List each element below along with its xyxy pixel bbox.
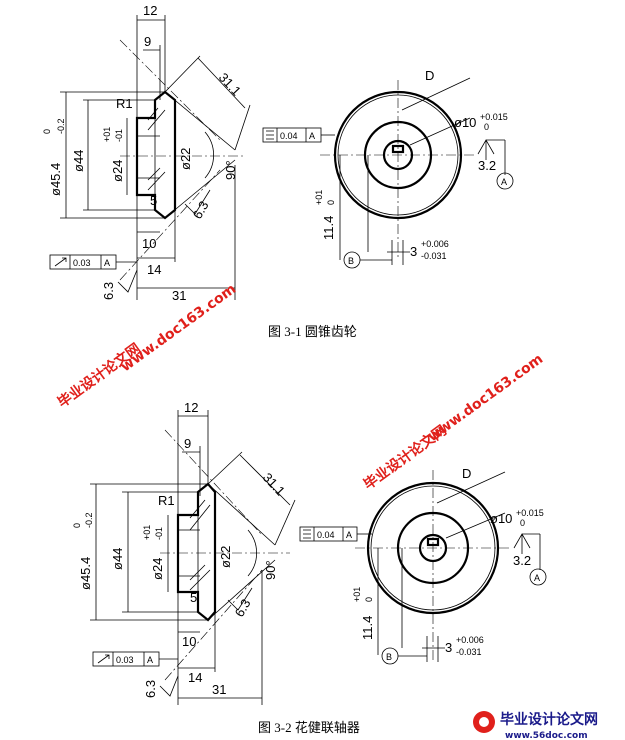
dim-3-2: 3.2	[478, 158, 496, 173]
dim-phi45-tol: 0	[72, 523, 82, 528]
dim-5: 5	[190, 590, 197, 605]
datum-a-label: A	[534, 573, 540, 583]
datum-a-label: A	[501, 177, 507, 187]
figure-2-front-view: D ø10 +0.015 0 3.2 A 11.4 +01 0 B 3 +0.0…	[299, 466, 547, 665]
dim-12: 12	[143, 3, 157, 18]
flatness-value: 0.03	[116, 655, 134, 665]
dim-phi22: ø22	[178, 148, 193, 170]
watermark-name-1: 毕业设计论文网	[54, 340, 143, 411]
figure-2-side-view: 12 9 31.1 R1 ø45.4 0 -0.2 ø44 ø24 +01 -0…	[72, 400, 296, 705]
dim-angle-90: 90°	[223, 160, 238, 180]
dim-phi10: ø10	[490, 511, 512, 526]
dim-r1: R1	[116, 96, 133, 111]
dim-11-4-dn: 0	[326, 200, 336, 205]
dim-11-4: 11.4	[321, 216, 336, 240]
dim-12: 12	[184, 400, 198, 415]
dim-phi10-dn: 0	[484, 122, 489, 132]
logo-name: 毕业设计论文网	[500, 711, 598, 728]
datum-b-label: B	[348, 256, 354, 266]
dim-11-4-up: +01	[314, 190, 324, 205]
dim-3-dn: -0.031	[421, 251, 447, 261]
figure-2: 12 9 31.1 R1 ø45.4 0 -0.2 ø44 ø24 +01 -0…	[72, 400, 547, 735]
dim-6-3b: 6.3	[143, 680, 158, 698]
symmetry-ref: A	[309, 131, 315, 141]
dim-3: 3	[410, 244, 417, 259]
dim-phi10: ø10	[454, 115, 476, 130]
dim-phi10-up: +0.015	[516, 508, 544, 518]
label-D: D	[425, 68, 434, 83]
dim-6-3b: 6.3	[101, 282, 116, 300]
dim-10: 10	[142, 236, 156, 251]
dim-phi44: ø44	[110, 548, 125, 570]
dim-phi45-tol2: -0.2	[84, 512, 94, 528]
dim-phi22: ø22	[218, 546, 233, 568]
dim-phi24: ø24	[110, 160, 125, 182]
dim-31: 31	[212, 682, 226, 697]
figure-1-caption: 图 3-1 圆锥齿轮	[268, 324, 357, 339]
dim-angle-90: 90°	[263, 560, 278, 580]
logo-site: www.56doc.com	[505, 731, 588, 740]
dim-phi10-up: +0.015	[480, 112, 508, 122]
dim-5: 5	[150, 193, 157, 208]
flatness-ref: A	[104, 258, 110, 268]
dim-phi24-dn: -01	[114, 129, 124, 142]
dim-phi44: ø44	[71, 150, 86, 172]
dim-31-1: 31.1	[216, 70, 244, 99]
dim-3-dn: -0.031	[456, 647, 482, 657]
dim-6-3a: 6.3	[232, 596, 254, 619]
symmetry-value: 0.04	[317, 530, 335, 540]
figure-1-front-view: D ø10 +0.015 0 3.2 A 11.4 +01 0 B 3 +0.0…	[262, 68, 514, 269]
dim-phi24: ø24	[150, 558, 165, 580]
dim-14: 14	[147, 262, 161, 277]
label-D: D	[462, 466, 471, 481]
dim-phi24-up: +01	[142, 525, 152, 540]
dim-phi45-tol2: -0.2	[56, 118, 66, 134]
dim-10: 10	[182, 634, 196, 649]
flatness-ref: A	[147, 655, 153, 665]
dim-14: 14	[188, 670, 202, 685]
dim-3-up: +0.006	[456, 635, 484, 645]
dim-phi24-dn: -01	[154, 527, 164, 540]
dim-11-4-up: +01	[352, 587, 362, 602]
dim-6-3a: 6.3	[190, 198, 212, 221]
dim-11-4-dn: 0	[364, 597, 374, 602]
datum-b-label: B	[386, 652, 392, 662]
dim-phi45: ø45.4	[78, 557, 93, 590]
figure-1: 12 9 31.1 R1 ø45.4 0 -0.2 ø44 ø24 +01 -0…	[42, 3, 514, 339]
dim-3: 3	[445, 640, 452, 655]
site-logo: 毕业设计论文网 www.56doc.com	[473, 711, 598, 740]
dim-phi45: ø45.4	[48, 163, 63, 196]
figure-2-caption: 图 3-2 花健联轴器	[258, 720, 360, 735]
flatness-value: 0.03	[73, 258, 91, 268]
symmetry-ref: A	[346, 530, 352, 540]
dim-phi10-dn: 0	[520, 518, 525, 528]
dim-3-up: +0.006	[421, 239, 449, 249]
dim-3-2: 3.2	[513, 553, 531, 568]
dim-9: 9	[184, 436, 191, 451]
dim-31: 31	[172, 288, 186, 303]
figure-1-side-view: 12 9 31.1 R1 ø45.4 0 -0.2 ø44 ø24 +01 -0…	[42, 3, 251, 303]
dim-31-1: 31.1	[260, 470, 288, 499]
dim-r1: R1	[158, 493, 175, 508]
dim-phi45-tol: 0	[42, 129, 52, 134]
dim-9: 9	[144, 34, 151, 49]
dim-11-4: 11.4	[360, 616, 375, 640]
symmetry-value: 0.04	[280, 131, 298, 141]
watermarks: www.doc163.com 毕业设计论文网 www.doc163.com 毕业…	[54, 281, 546, 493]
dim-phi24-up: +01	[102, 127, 112, 142]
